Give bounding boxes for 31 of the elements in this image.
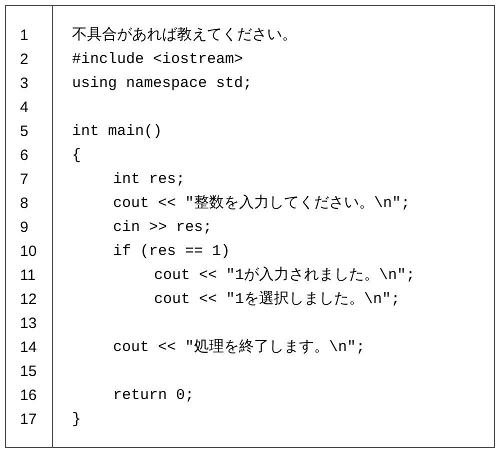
line-number: 5 bbox=[20, 123, 28, 141]
line-number: 11 bbox=[20, 267, 36, 285]
line-number: 7 bbox=[20, 171, 28, 189]
code-line: cout << "1が入力されました。\n"; bbox=[154, 267, 416, 285]
line-number: 1 bbox=[20, 27, 28, 45]
code-line: cin >> res; bbox=[113, 219, 212, 237]
line-number: 14 bbox=[20, 339, 37, 357]
code-line: } bbox=[72, 411, 82, 429]
code-line: using namespace std; bbox=[72, 75, 252, 93]
code-line: if (res == 1) bbox=[113, 243, 230, 261]
line-number: 6 bbox=[20, 147, 28, 165]
line-number: 4 bbox=[20, 99, 28, 117]
line-number: 13 bbox=[20, 315, 37, 333]
code-line: return 0; bbox=[113, 387, 194, 405]
line-number: 16 bbox=[20, 387, 37, 405]
line-number: 15 bbox=[20, 363, 37, 381]
code-line: { bbox=[72, 147, 82, 165]
code-line: #include <iostream> bbox=[72, 51, 244, 69]
code-line: cout << "処理を終了します。\n"; bbox=[113, 339, 366, 357]
line-number: 2 bbox=[20, 51, 28, 69]
code-line: int res; bbox=[113, 171, 186, 189]
code-line: int main() bbox=[72, 123, 162, 141]
line-number: 12 bbox=[20, 291, 37, 309]
line-number: 3 bbox=[20, 75, 28, 93]
code-line: cout << "整数を入力してください。\n"; bbox=[113, 195, 410, 213]
line-number: 9 bbox=[20, 219, 28, 237]
line-number: 10 bbox=[20, 243, 37, 261]
line-number: 17 bbox=[20, 411, 37, 429]
code-line: 不具合があれば教えてください。 bbox=[72, 27, 297, 45]
line-number: 8 bbox=[20, 195, 28, 213]
code-line: cout << "1を選択しました。\n"; bbox=[154, 291, 400, 309]
